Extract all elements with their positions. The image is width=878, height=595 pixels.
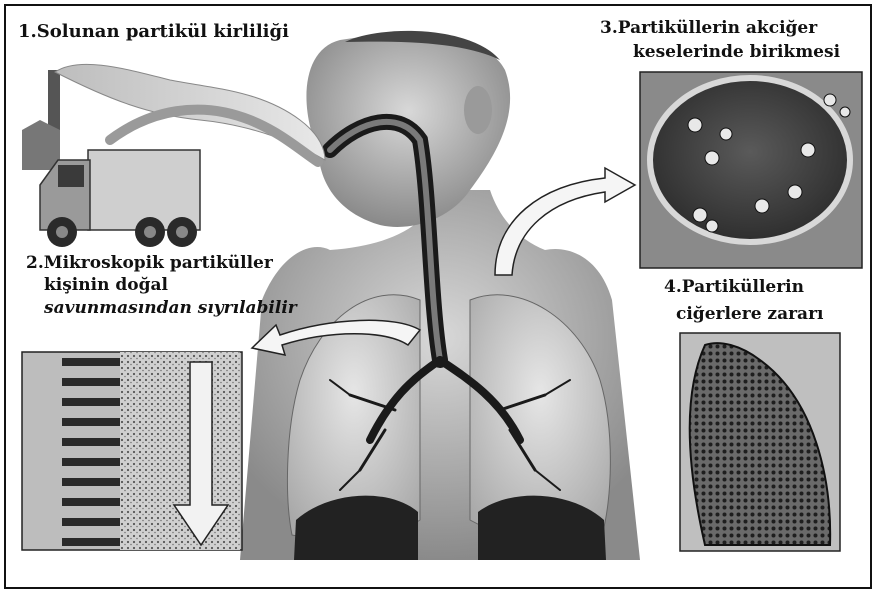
step1-label: 1.Solunan partikül kirliliği xyxy=(18,22,289,42)
step3-label-line2: keselerinde birikmesi xyxy=(633,42,840,62)
step2-label-line3: savunmasından sıyrılabilir xyxy=(44,298,297,318)
step4-label-line2: ciğerlere zararı xyxy=(676,304,824,324)
step3-label-line1: 3.Partiküllerin akciğer xyxy=(600,18,817,38)
truck xyxy=(40,150,200,247)
step2-label-line1: 2.Mikroskopik partiküller xyxy=(26,253,273,273)
step4-label-line1: 4.Partiküllerin xyxy=(664,277,804,297)
damaged-lung-panel xyxy=(680,333,840,551)
alveoli-panel xyxy=(640,72,862,268)
cilia-panel xyxy=(22,352,242,550)
step2-label-line2: kişinin doğal xyxy=(44,275,168,295)
